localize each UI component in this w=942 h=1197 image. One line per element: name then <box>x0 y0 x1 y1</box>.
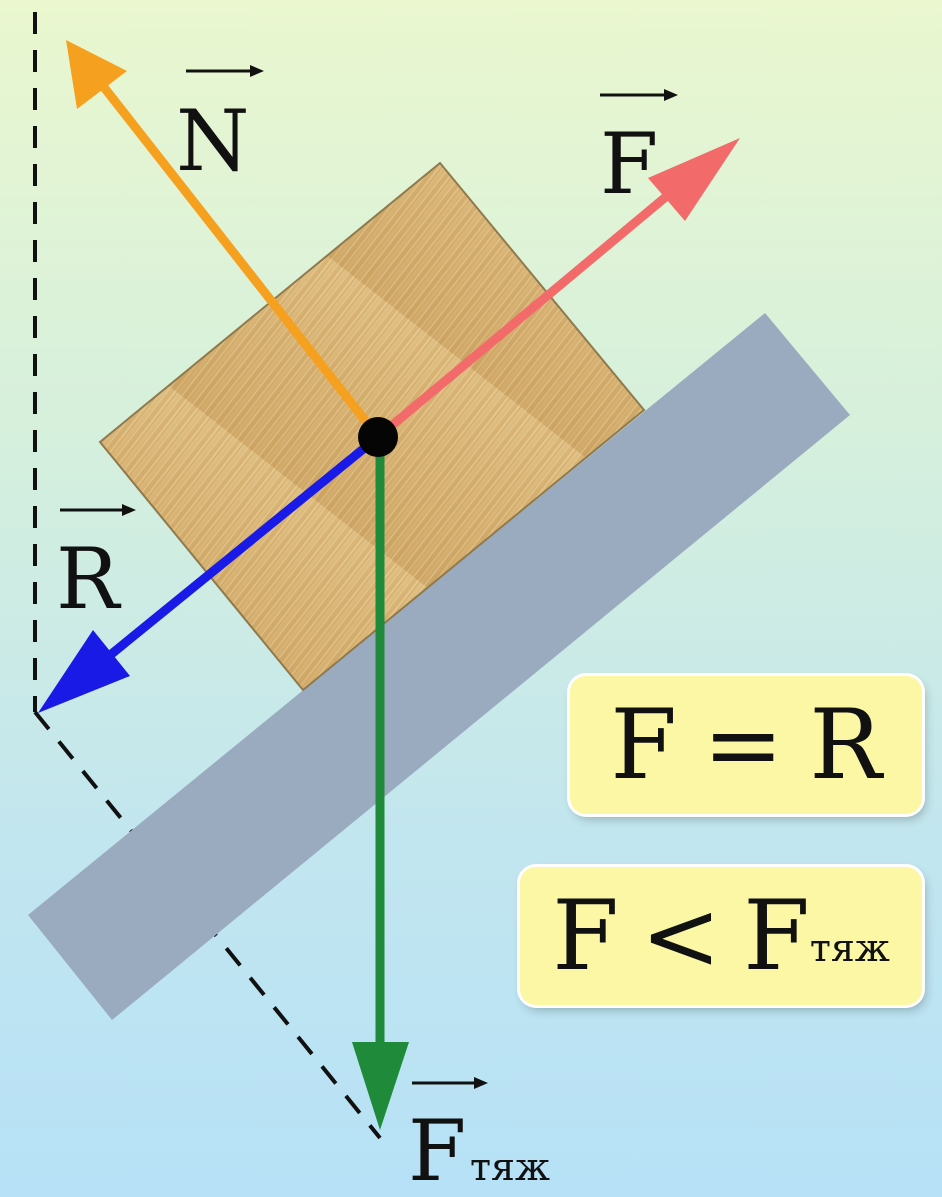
formula-2-left: F <box>552 880 619 992</box>
normal-force-arrowhead <box>66 40 127 109</box>
label-f: F <box>600 115 658 213</box>
resultant-arrowhead <box>38 630 130 713</box>
n-vector-bar-head <box>250 65 264 77</box>
formula-2-right-subscript: тяж <box>809 926 890 970</box>
r-vector-bar-head <box>122 504 136 516</box>
gravity-arrowhead <box>352 1042 409 1130</box>
label-n: N <box>176 92 250 190</box>
application-point <box>358 417 398 457</box>
formula-1-right: R <box>809 689 882 801</box>
normal-force-arrow <box>88 69 382 440</box>
f-vector-bar-head <box>664 89 678 101</box>
resultant-arrow <box>79 433 381 682</box>
formula-2-operator: < <box>640 880 722 992</box>
ftyazh-vector-bar-head <box>474 1077 488 1089</box>
formula-f-less-than-ftyazh: F < F тяж <box>520 867 922 1005</box>
applied-force-arrow <box>375 166 701 441</box>
label-ftyazh-subscript: тяж <box>470 1145 550 1189</box>
formula-2-right: F <box>743 880 810 992</box>
formula-f-equals-r: F = R <box>570 676 922 814</box>
formula-1-operator: = <box>702 689 784 801</box>
inclined-plane <box>28 313 850 1020</box>
applied-force-arrowhead <box>648 138 740 221</box>
label-r: R <box>56 530 122 628</box>
label-ftyazh: F <box>408 1102 466 1197</box>
formula-1-left: F <box>610 689 677 801</box>
